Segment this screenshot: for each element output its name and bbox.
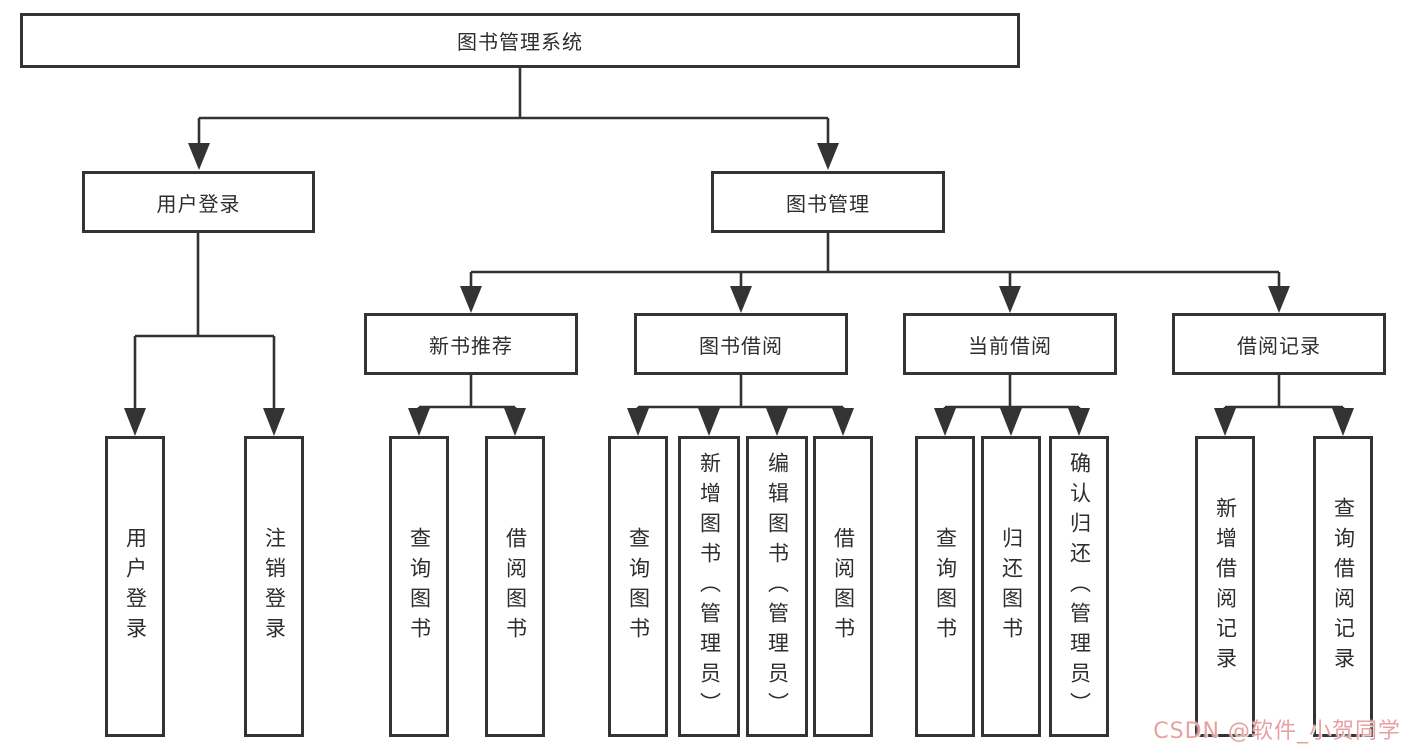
leaf-add-books-admin: 新增图书（管理员） xyxy=(678,436,740,737)
node-borrowing-records: 借阅记录 xyxy=(1172,313,1386,375)
node-library-system: 图书管理系统 xyxy=(20,13,1020,68)
leaf-confirm-return-admin: 确认归还（管理员） xyxy=(1049,436,1109,737)
node-label: 查询图书 xyxy=(626,526,651,647)
node-label: 查询图书 xyxy=(933,526,958,647)
csdn-watermark: CSDN @软件_小贺同学 xyxy=(1153,719,1401,744)
node-label: 新增借阅记录 xyxy=(1213,496,1238,677)
node-book-management: 图书管理 xyxy=(711,171,945,233)
node-label: 图书借阅 xyxy=(699,333,783,358)
node-label: 注销登录 xyxy=(262,526,287,647)
node-label: 图书管理 xyxy=(786,191,870,216)
node-label: 编辑图书（管理员） xyxy=(765,451,790,722)
node-user-login: 用户登录 xyxy=(82,171,315,233)
node-label: 借阅记录 xyxy=(1237,333,1321,358)
node-label: 查询借阅记录 xyxy=(1331,496,1356,677)
node-label: 查询图书 xyxy=(407,526,432,647)
node-label: 归还图书 xyxy=(999,526,1024,647)
leaf-return-books: 归还图书 xyxy=(981,436,1041,737)
leaf-query-books-current: 查询图书 xyxy=(915,436,975,737)
node-label: 确认归还（管理员） xyxy=(1067,451,1092,722)
node-label: 新书推荐 xyxy=(429,333,513,358)
leaf-borrow-books-recommend: 借阅图书 xyxy=(485,436,545,737)
leaf-add-borrow-record: 新增借阅记录 xyxy=(1195,436,1255,737)
leaf-logout: 注销登录 xyxy=(244,436,304,737)
node-label: 图书管理系统 xyxy=(457,30,583,54)
leaf-user-login: 用户登录 xyxy=(105,436,165,737)
leaf-query-books-borrow: 查询图书 xyxy=(608,436,668,737)
node-label: 用户登录 xyxy=(156,191,241,216)
leaf-query-borrow-record: 查询借阅记录 xyxy=(1313,436,1373,737)
leaf-edit-books-admin: 编辑图书（管理员） xyxy=(746,436,808,737)
node-label: 新增图书（管理员） xyxy=(697,451,722,722)
node-new-book-recommendation: 新书推荐 xyxy=(364,313,578,375)
node-current-borrowing: 当前借阅 xyxy=(903,313,1117,375)
node-book-borrowing: 图书借阅 xyxy=(634,313,848,375)
leaf-query-books-recommend: 查询图书 xyxy=(389,436,449,737)
node-label: 借阅图书 xyxy=(831,526,856,647)
node-label: 当前借阅 xyxy=(968,333,1052,358)
node-label: 用户登录 xyxy=(123,526,148,647)
leaf-borrow-books: 借阅图书 xyxy=(813,436,873,737)
node-label: 借阅图书 xyxy=(503,526,528,647)
